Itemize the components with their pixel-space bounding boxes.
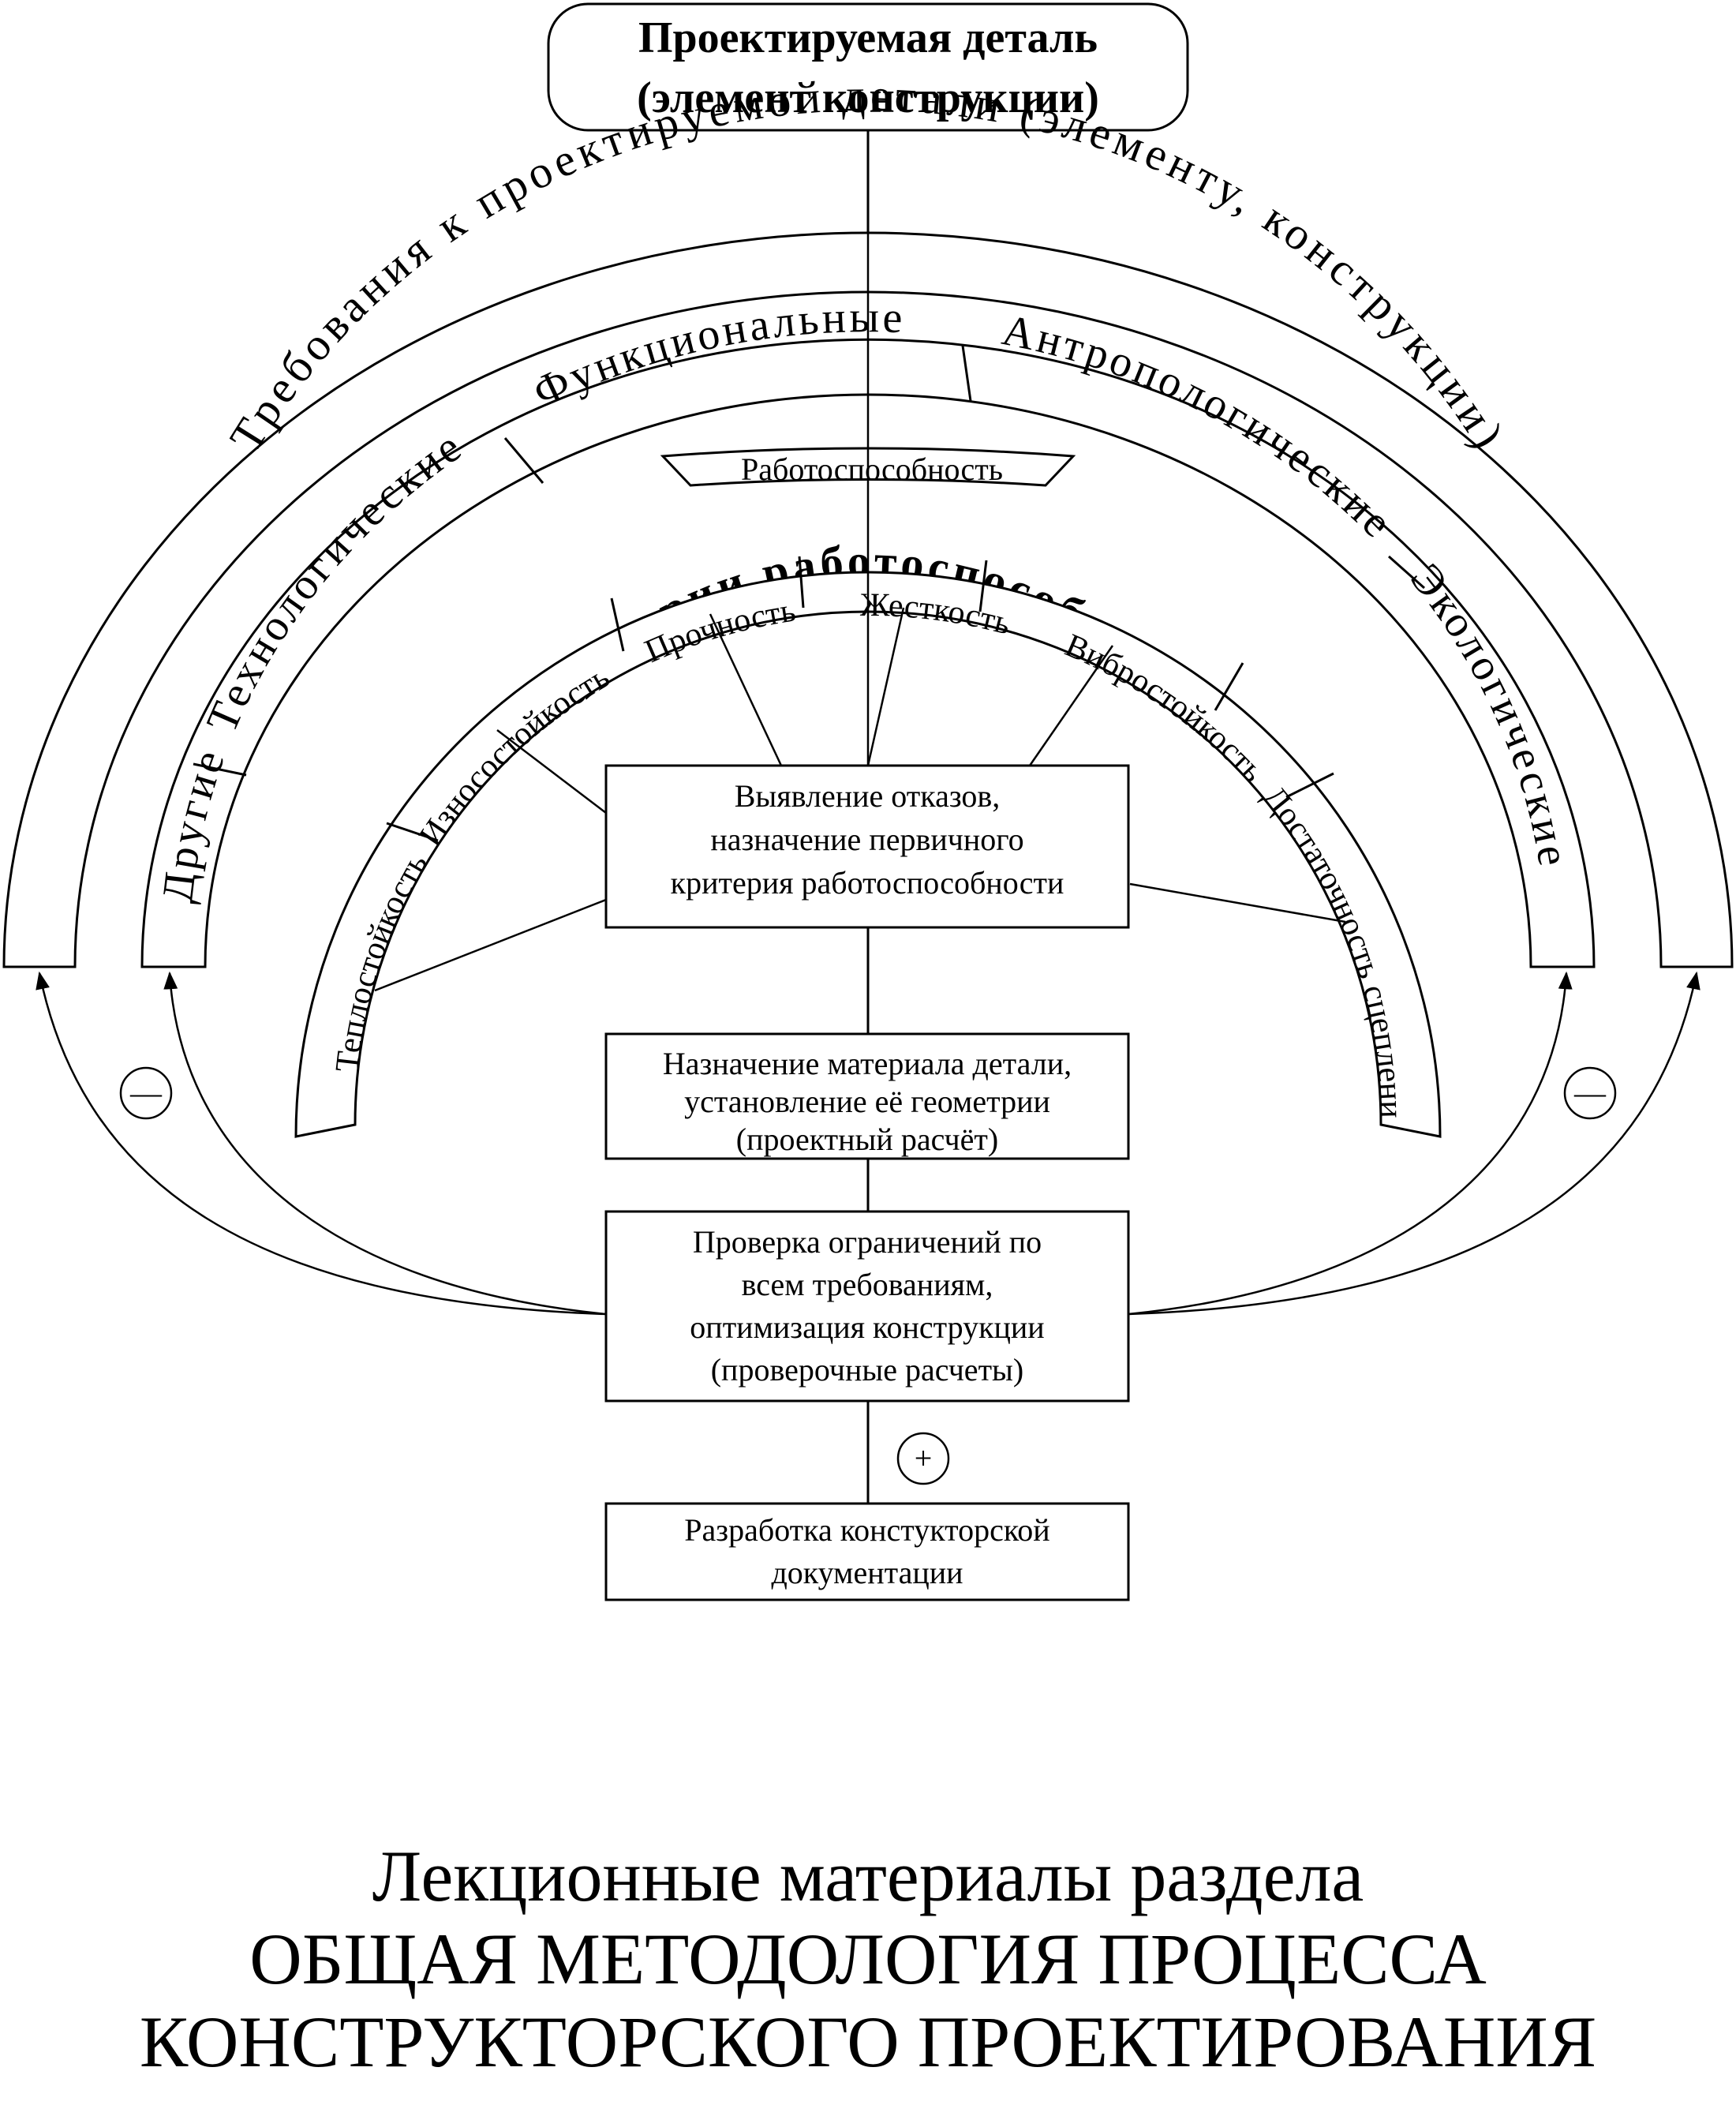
- step-check-line3: оптимизация конструкции: [690, 1309, 1044, 1345]
- step-material-line1: Назначение материала детали,: [663, 1046, 1072, 1081]
- negative-sign-left-text: —: [129, 1075, 163, 1110]
- step-box-failures: [604, 764, 1130, 929]
- criterion-wear-resistance: Износостойкость: [413, 659, 616, 853]
- step-failures-line3: критерия работоспособности: [671, 865, 1064, 901]
- feedback-arrows: [36, 971, 1700, 1316]
- criteria-connectors: [374, 234, 1346, 992]
- step-box-check: [604, 1210, 1130, 1403]
- step-docs-line2: документации: [771, 1555, 963, 1590]
- top-box-line1: Проектируемая деталь: [638, 13, 1098, 62]
- step-check-line2: всем требованиям,: [742, 1267, 993, 1302]
- negative-feedback-sign-right: —: [1563, 1066, 1617, 1120]
- step-docs-line1: Разработка констукторской: [684, 1512, 1049, 1548]
- caption-line2: ОБЩАЯ МЕТОДОЛОГИЯ ПРОЦЕССА: [249, 1919, 1487, 1999]
- step-check-line4: (проверочные расчеты): [711, 1352, 1024, 1388]
- step-box-material: [604, 1032, 1130, 1160]
- positive-sign-text: +: [915, 1440, 933, 1476]
- criteria-arc-band: [294, 571, 1442, 1138]
- top-box-line2: (элемент конструкции): [637, 73, 1099, 122]
- caption-line1: Лекционные материалы раздела: [372, 1836, 1364, 1916]
- workability-label: Работоспособность: [741, 451, 1003, 487]
- requirements-arc-band: [2, 231, 1734, 968]
- svg-text:Износостойкость: Износостойкость: [413, 659, 616, 853]
- category-dividers: [193, 345, 1425, 777]
- step-box-docs: [604, 1502, 1130, 1601]
- step-failures-line1: Выявление отказов,: [735, 778, 1001, 814]
- criteria-dividers: [386, 556, 1334, 842]
- step-material-line3: (проектный расчёт): [736, 1122, 998, 1157]
- negative-feedback-sign-left: —: [119, 1066, 173, 1120]
- step-material-line2: установление её геометрии: [684, 1084, 1050, 1119]
- step-check-line1: Проверка ограничений по: [693, 1224, 1042, 1260]
- step-failures-line2: назначение первичного: [710, 822, 1023, 857]
- negative-sign-right-text: —: [1573, 1075, 1607, 1110]
- positive-feedback-sign: +: [896, 1432, 950, 1485]
- caption-line3: КОНСТРУКТОРСКОГО ПРОЕКТИРОВАНИЯ: [139, 2002, 1597, 2082]
- design-process-diagram: Проектируемая деталь (элемент конструкци…: [0, 0, 1734, 1601]
